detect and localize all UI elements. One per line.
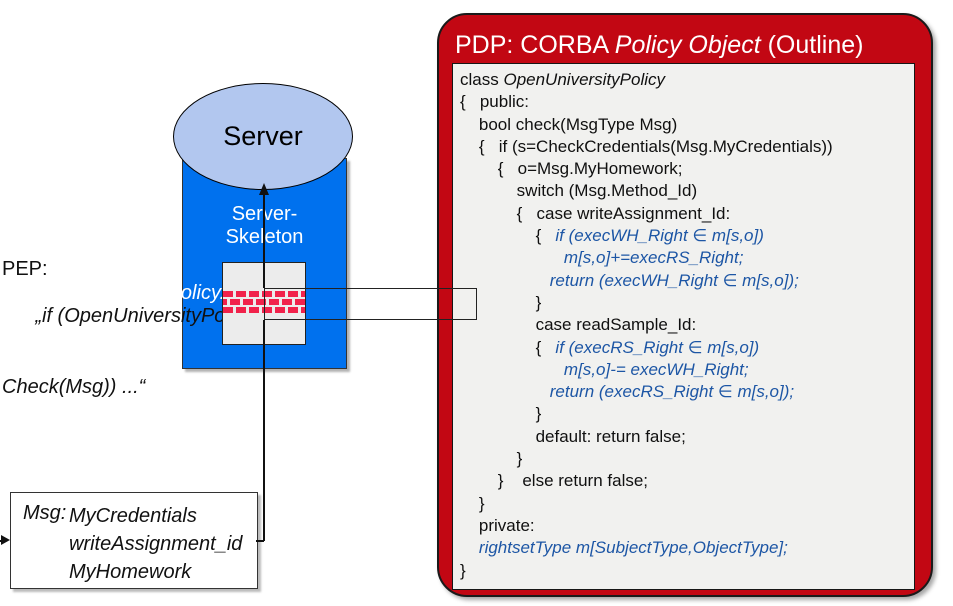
- code-line: bool check(MsgType Msg): [460, 114, 678, 134]
- pep-annotation: PEP: „if (OpenUniversityPolicy. „if (Ope…: [2, 258, 258, 399]
- code-line: }: [460, 292, 542, 312]
- pep-code-line1-overlay: „if (OpenUniversityPolicy.: [2, 281, 226, 304]
- code-line: { public:: [460, 92, 529, 112]
- code-line: { if (execRS_Right ∈ m[s,o]): [460, 337, 760, 357]
- code-line: switch (Msg.Method_Id): [460, 181, 698, 201]
- policy-code-box: class OpenUniversityPolicy { public: bool…: [452, 63, 915, 590]
- code-line: class OpenUniversityPolicy: [460, 70, 666, 89]
- pep-code-line2: Check(Msg)) ...“: [2, 375, 146, 398]
- msg-box: Msg: MyCredentials writeAssignment_id My…: [10, 492, 258, 589]
- code-line: { if (execWH_Right ∈ m[s,o]): [460, 226, 764, 246]
- code-line: }: [460, 404, 542, 424]
- code-line: { o=Msg.MyHomework;: [460, 159, 683, 179]
- code-line: { case writeAssignment_Id:: [460, 203, 731, 223]
- code-line: }: [460, 449, 523, 469]
- server-ellipse: Server: [173, 83, 353, 190]
- pdp-panel: PDP: CORBA Policy Object (Outline) class…: [437, 13, 933, 597]
- checkpoint-to-pdp-callout-rect: [264, 288, 477, 320]
- pdp-panel-title: PDP: CORBA Policy Object (Outline): [455, 31, 864, 59]
- server-skeleton-label-line2: Skeleton: [225, 226, 304, 248]
- msg-item-method: writeAssignment_id: [69, 533, 243, 555]
- code-line: { if (s=CheckCredentials(Msg.MyCredentia…: [460, 136, 833, 156]
- message-flow-line-lower: [263, 320, 265, 541]
- server-skeleton-label: Server- Skeleton: [182, 203, 347, 249]
- msg-label: Msg:: [23, 502, 67, 524]
- arrowhead-right-icon: [1, 535, 10, 545]
- arrowhead-up-icon: [258, 183, 269, 195]
- code-line: case readSample_Id:: [460, 315, 697, 335]
- message-flow-line-upper: [263, 193, 265, 288]
- msg-item-homework: MyHomework: [69, 561, 192, 583]
- pep-title: PEP:: [2, 258, 48, 280]
- server-skeleton-label-line1: Server-: [182, 203, 347, 226]
- code-line: }: [460, 560, 466, 580]
- code-line: } else return false;: [460, 471, 649, 491]
- code-line: m[s,o]+=execRS_Right;: [460, 248, 744, 268]
- pep-code-line1: „if (OpenUniversityPolicy. „if (OpenUniv…: [2, 281, 259, 328]
- pdp-title-emphasis: Policy Object: [614, 31, 761, 59]
- msg-item-credentials: MyCredentials: [69, 505, 197, 527]
- message-flow-elbow: [256, 540, 264, 542]
- code-line: rightsetType m[SubjectType,ObjectType];: [478, 538, 788, 558]
- server-label: Server: [223, 121, 303, 151]
- code-line: default: return false;: [460, 426, 686, 446]
- code-line: m[s,o]-= execWH_Right;: [460, 359, 749, 379]
- code-line: return (execWH_Right ∈ m[s,o]);: [460, 270, 799, 290]
- code-line: }: [460, 493, 485, 513]
- code-line: private:: [460, 515, 535, 535]
- msg-items: MyCredentials writeAssignment_id MyHomew…: [69, 502, 242, 586]
- code-line: return (execRS_Right ∈ m[s,o]);: [460, 382, 795, 402]
